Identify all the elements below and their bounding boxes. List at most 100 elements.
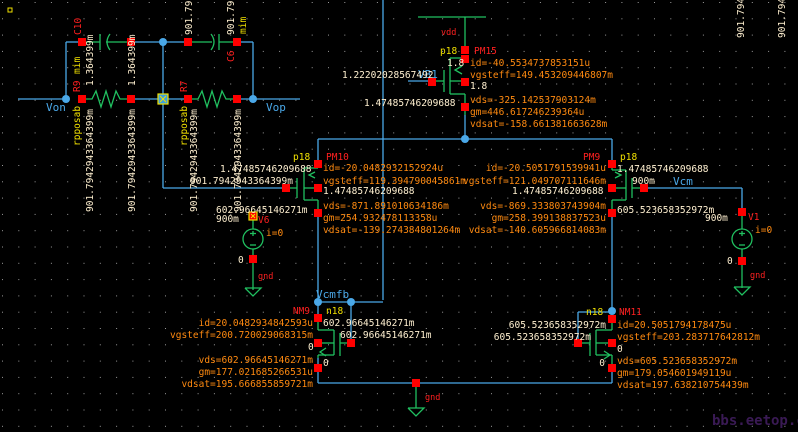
pin[interactable]	[347, 339, 355, 347]
grid-dot	[751, 213, 753, 215]
grid-dot	[181, 295, 183, 297]
grid-dot	[751, 295, 753, 297]
pin[interactable]	[314, 209, 322, 217]
grid-dot	[18, 18, 20, 20]
pin[interactable]	[233, 95, 241, 103]
junction-dot	[249, 95, 257, 103]
grid-dot	[507, 393, 509, 395]
pin[interactable]	[282, 184, 290, 192]
nmos-nm11-symbol[interactable]	[578, 320, 613, 368]
grid-dot	[491, 83, 492, 85]
pin[interactable]	[640, 184, 648, 192]
grid-dot	[735, 18, 737, 20]
pin[interactable]	[461, 78, 469, 86]
grid-dot	[751, 360, 753, 362]
grid-dot	[588, 409, 590, 411]
grid-dot	[132, 376, 134, 378]
pin[interactable]	[233, 38, 241, 46]
grid-dot	[735, 165, 737, 166]
pin[interactable]	[314, 339, 322, 347]
grid-dot	[2, 34, 3, 36]
grid-dot	[442, 230, 444, 232]
pin[interactable]	[608, 315, 616, 323]
grid-dot	[442, 425, 444, 427]
grid-dot	[556, 213, 558, 215]
pin[interactable]	[738, 208, 746, 216]
pin[interactable]	[608, 339, 616, 347]
resistor-r7-symbol[interactable]	[188, 88, 237, 110]
pin[interactable]	[461, 103, 469, 111]
voltage-source-v1-symbol[interactable]	[731, 212, 753, 296]
grid-dot	[539, 67, 541, 69]
grid-dot	[686, 425, 688, 427]
pin[interactable]	[249, 255, 257, 263]
grid-dot	[556, 99, 558, 101]
grid-dot	[572, 116, 574, 118]
pin[interactable]	[608, 160, 616, 168]
grid-dot	[197, 425, 199, 427]
grid-dot	[491, 148, 492, 150]
grid-dot	[768, 181, 770, 183]
grid-dot	[230, 344, 232, 346]
grid-dot	[83, 197, 85, 199]
grid-dot	[588, 181, 590, 183]
grid-dot	[605, 230, 607, 232]
pin[interactable]	[608, 184, 616, 192]
grid-dot	[295, 230, 297, 232]
pin[interactable]	[461, 46, 469, 54]
grid-dot	[588, 344, 590, 346]
grid-dot	[376, 165, 378, 166]
pin[interactable]	[184, 38, 192, 46]
pin[interactable]	[314, 160, 322, 168]
pin[interactable]	[184, 95, 192, 103]
pin[interactable]	[412, 379, 420, 387]
grid-dot	[572, 246, 574, 248]
grid-dot	[279, 67, 281, 69]
grid-dot	[507, 376, 509, 378]
grid-dot	[328, 262, 329, 264]
pin[interactable]	[461, 55, 469, 63]
grid-dot	[409, 213, 411, 215]
grid-dot	[768, 295, 770, 297]
net-label-von: Von	[46, 101, 66, 114]
grid-dot	[230, 246, 232, 248]
grid-dot	[523, 18, 525, 20]
grid-dot	[425, 425, 427, 427]
pin[interactable]	[78, 95, 86, 103]
pin[interactable]	[127, 38, 135, 46]
capacitor-c10-symbol[interactable]	[82, 33, 131, 51]
grid-dot	[654, 132, 655, 134]
grid-dot	[295, 376, 297, 378]
grid-dot	[572, 213, 574, 215]
pin[interactable]	[574, 339, 582, 347]
pin[interactable]	[608, 364, 616, 372]
grid-dot	[99, 197, 101, 199]
grid-dot	[295, 83, 297, 85]
grid-dot	[34, 83, 36, 85]
pin[interactable]	[608, 209, 616, 217]
grid-dot	[784, 328, 786, 329]
pin[interactable]	[314, 314, 322, 322]
grid-dot	[34, 295, 36, 297]
grid-dot	[18, 376, 20, 378]
grid-dot	[735, 181, 737, 183]
resistor-r9-symbol[interactable]	[82, 88, 131, 110]
grid-dot	[702, 181, 704, 183]
pin[interactable]	[314, 364, 322, 372]
grid-dot	[360, 213, 362, 215]
grid-dot	[393, 18, 395, 20]
grid-dot	[507, 262, 509, 264]
grid-dot	[572, 393, 574, 395]
grid-dot	[295, 181, 297, 183]
grid-dot	[442, 328, 444, 329]
pm15-model: p18	[440, 46, 457, 57]
grid-dot	[311, 2, 313, 3]
pin[interactable]	[78, 38, 86, 46]
pin[interactable]	[127, 95, 135, 103]
pin[interactable]	[738, 257, 746, 265]
grid-dot	[719, 409, 721, 411]
pin[interactable]	[314, 184, 322, 192]
pm10-gate-voltage: 901.7942943364399m	[190, 176, 293, 187]
pin[interactable]	[428, 78, 436, 86]
